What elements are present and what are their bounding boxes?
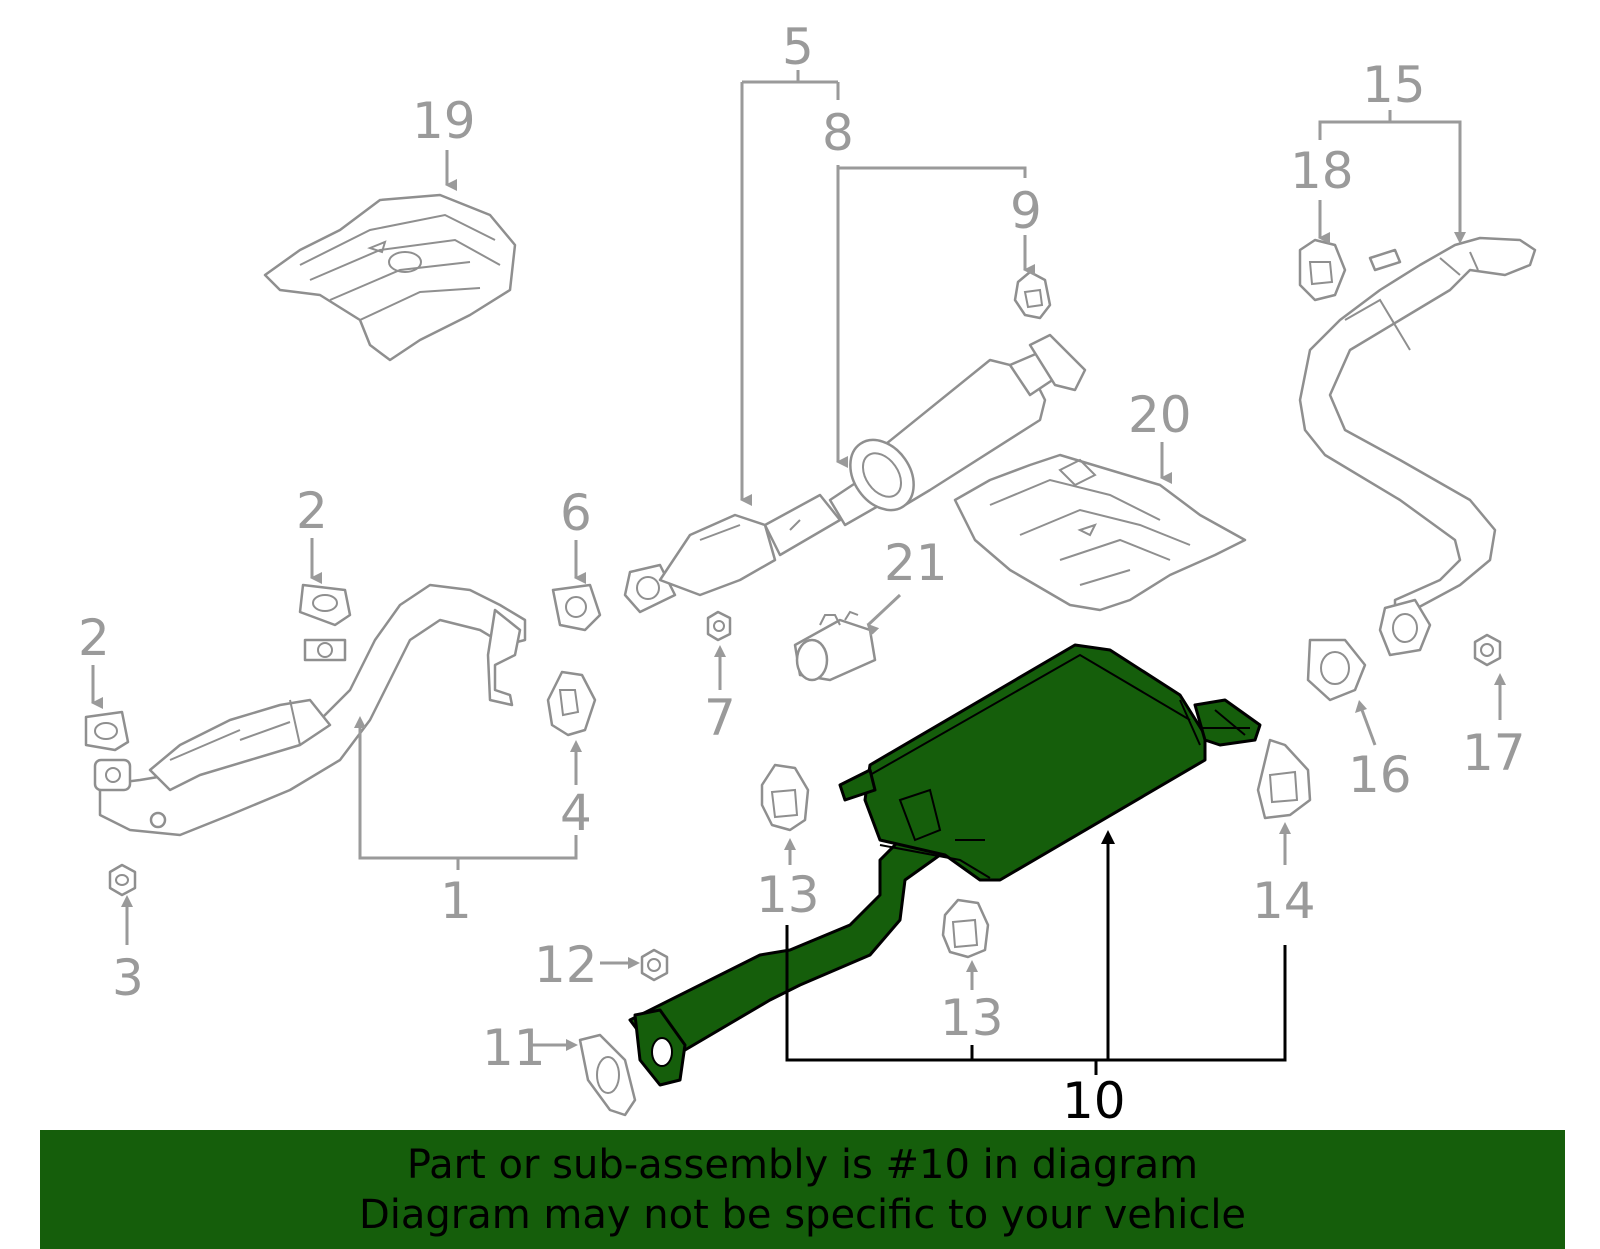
- callout-10: 10: [1062, 1072, 1126, 1130]
- callout-13-lower: 13: [940, 989, 1004, 1047]
- callout-15: 15: [1362, 56, 1426, 114]
- callout-16: 16: [1348, 746, 1412, 804]
- part-2-gasket-lower[interactable]: [84, 710, 130, 752]
- callout-11: 11: [482, 1019, 546, 1077]
- callout-5: 5: [782, 18, 814, 76]
- part-12-nut[interactable]: [640, 948, 669, 982]
- part-10-muffler-assembly[interactable]: [628, 643, 1262, 1087]
- callout-13-upper: 13: [756, 866, 820, 924]
- callout-19: 19: [412, 92, 476, 150]
- part-11-gasket[interactable]: [578, 1033, 637, 1117]
- banner-line-1: Part or sub-assembly is #10 in diagram: [406, 1141, 1199, 1188]
- part-6-gasket[interactable]: [551, 583, 602, 632]
- part-19-heat-shield[interactable]: [263, 193, 517, 362]
- callout-2-upper: 2: [296, 482, 328, 540]
- part-1-front-pipe[interactable]: [93, 583, 527, 837]
- part-2-gasket-upper[interactable]: [298, 583, 352, 627]
- banner-line-2: Diagram may not be specific to your vehi…: [358, 1191, 1247, 1238]
- part-17-nut[interactable]: [1473, 633, 1502, 667]
- callout-7: 7: [704, 689, 736, 747]
- callout-8: 8: [822, 104, 854, 162]
- callout-12: 12: [534, 936, 598, 994]
- part-15-tail-pipe[interactable]: [1298, 236, 1537, 657]
- callout-21: 21: [884, 534, 948, 592]
- callout-4: 4: [560, 784, 592, 842]
- callout-1: 1: [440, 872, 472, 930]
- part-14-hanger[interactable]: [1256, 738, 1312, 820]
- callout-18: 18: [1290, 142, 1354, 200]
- part-13-hanger-lower[interactable]: [941, 898, 990, 959]
- callout-14: 14: [1252, 872, 1316, 930]
- callout-3: 3: [112, 949, 144, 1007]
- callout-6: 6: [560, 484, 592, 542]
- part-3-nut[interactable]: [108, 863, 137, 897]
- callout-20: 20: [1128, 386, 1192, 444]
- part-7-nut[interactable]: [706, 610, 732, 642]
- callout-17: 17: [1462, 724, 1526, 782]
- part-13-hanger-upper[interactable]: [760, 763, 810, 832]
- part-5-center-exhaust-assembly[interactable]: [623, 333, 1087, 614]
- part-9-hanger[interactable]: [1013, 270, 1052, 320]
- part-21-clamp[interactable]: [793, 610, 877, 682]
- part-4-hanger[interactable]: [546, 670, 597, 737]
- callout-2-lower: 2: [78, 609, 110, 667]
- leader-lines: [91, 70, 1506, 1051]
- callout-labels: 19 5 8 9 15 18 20 21 2 2 6 3 4 7 1 16 17…: [78, 18, 1526, 1130]
- part-16-gasket[interactable]: [1306, 638, 1367, 702]
- callout-9: 9: [1010, 182, 1042, 240]
- part-20-heat-shield[interactable]: [953, 453, 1247, 612]
- part-10-leader: [785, 830, 1287, 1075]
- info-banner: Part or sub-assembly is #10 in diagram D…: [40, 1130, 1565, 1249]
- part-18-hanger[interactable]: [1298, 238, 1347, 302]
